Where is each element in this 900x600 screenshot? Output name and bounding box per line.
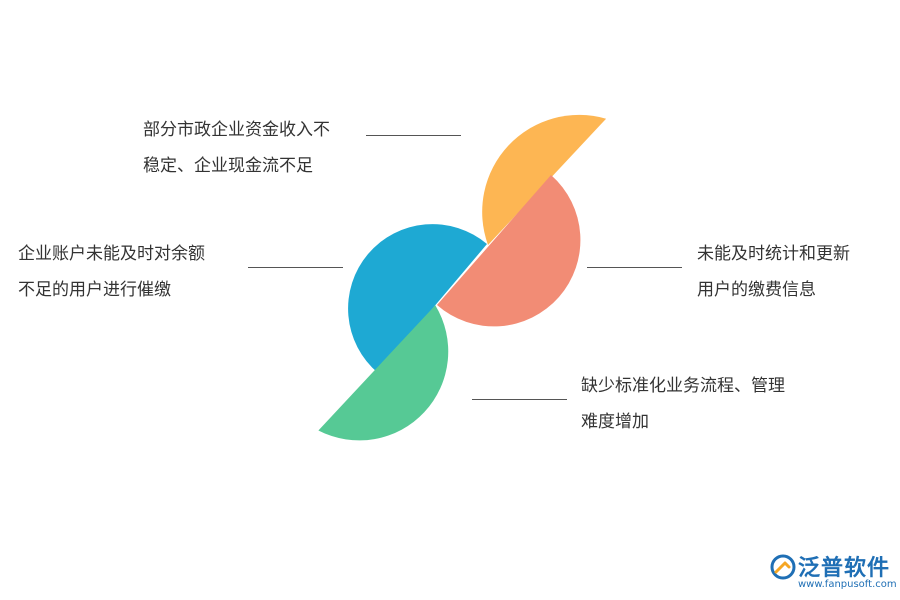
item-1-text: 部分市政企业资金收入不 稳定、企业现金流不足: [143, 112, 330, 184]
brand-logo: 泛普软件 www.fanpusoft.com: [768, 552, 897, 596]
petal-green: [318, 305, 449, 441]
brand-url: www.fanpusoft.com: [798, 579, 897, 590]
petal-salmon: [437, 175, 581, 327]
item-1-line-2: 稳定、企业现金流不足: [143, 156, 313, 176]
item-3-line-1: 未能及时统计和更新: [697, 244, 850, 264]
item-3-line-2: 用户的缴费信息: [697, 280, 816, 300]
item-3-leader-line: [587, 267, 682, 268]
fanpu-logo-icon: [770, 554, 796, 580]
item-2-text: 企业账户未能及时对余额 不足的用户进行催缴: [18, 236, 205, 308]
item-2-leader-line: [248, 267, 343, 268]
item-4-text: 缺少标准化业务流程、管理 难度增加: [581, 368, 785, 440]
item-2-line-2: 不足的用户进行催缴: [18, 280, 171, 300]
item-1-leader-line: [366, 135, 461, 136]
item-3-text: 未能及时统计和更新 用户的缴费信息: [697, 236, 850, 308]
item-2-line-1: 企业账户未能及时对余额: [18, 244, 205, 264]
item-1-line-1: 部分市政企业资金收入不: [143, 120, 330, 140]
item-4-leader-line: [472, 399, 567, 400]
item-4-line-2: 难度增加: [581, 412, 649, 432]
item-4-line-1: 缺少标准化业务流程、管理: [581, 376, 785, 396]
brand-name: 泛普软件: [798, 556, 891, 581]
petal-yellow: [482, 114, 607, 246]
petal-blue: [348, 224, 487, 373]
